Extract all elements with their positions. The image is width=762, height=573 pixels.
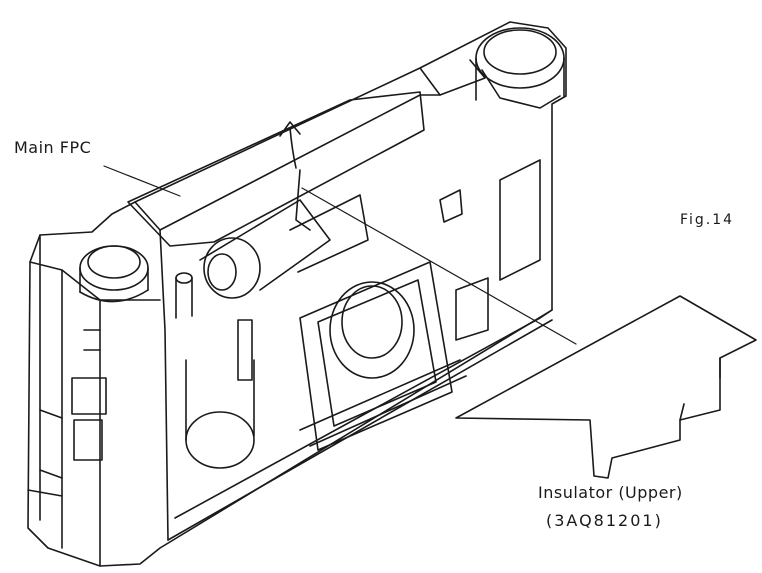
insulator-label: Insulator (Upper) (538, 483, 683, 502)
shutter-dial (79, 245, 193, 319)
insulator-upper-part (455, 295, 757, 479)
leader-main-fpc (103, 165, 181, 197)
figure-number: Fig.14 (680, 212, 735, 228)
camera-body (27, 21, 567, 567)
leader-lines (103, 165, 577, 345)
right-details (439, 159, 541, 341)
part-number-label: (3AQ81201) (546, 511, 663, 530)
main-fpc-label: Main FPC (14, 138, 92, 157)
side-details (27, 319, 255, 497)
film-rollers (199, 194, 369, 299)
main-fpc (127, 91, 425, 247)
up-arrow (279, 121, 301, 169)
rewind-knob (475, 27, 565, 109)
leader-insulator (301, 187, 577, 345)
film-gate (299, 261, 467, 451)
